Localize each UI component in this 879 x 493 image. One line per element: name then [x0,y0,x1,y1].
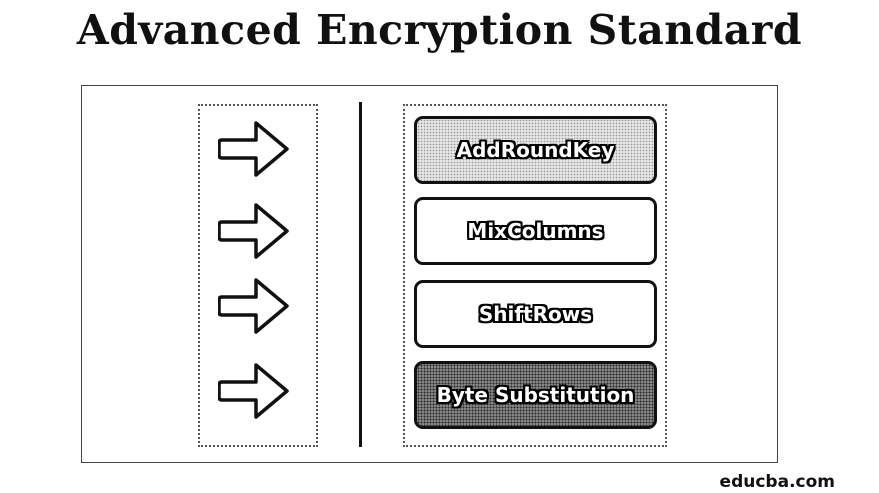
step-mixcolumns: MixColumns [414,197,657,265]
step-shiftrows: ShiftRows [414,280,657,348]
step-byte-substitution: Byte Substitution [414,361,657,429]
step-label: MixColumns [467,219,604,243]
diagram-title: Advanced Encryption Standard [76,6,803,54]
arrow-right-icon [218,363,289,419]
arrow-right-icon [218,278,289,334]
arrow-right-icon [218,121,289,177]
vertical-divider [359,102,362,447]
diagram-frame [81,85,778,463]
step-label: ShiftRows [478,302,593,326]
watermark: educba.com [719,472,835,492]
step-label: Byte Substitution [436,383,635,407]
step-label: AddRoundKey [456,138,615,162]
arrow-right-icon [218,203,289,259]
step-addroundkey: AddRoundKey [414,116,657,184]
arrow-column [198,104,318,447]
steps-column [403,104,667,447]
